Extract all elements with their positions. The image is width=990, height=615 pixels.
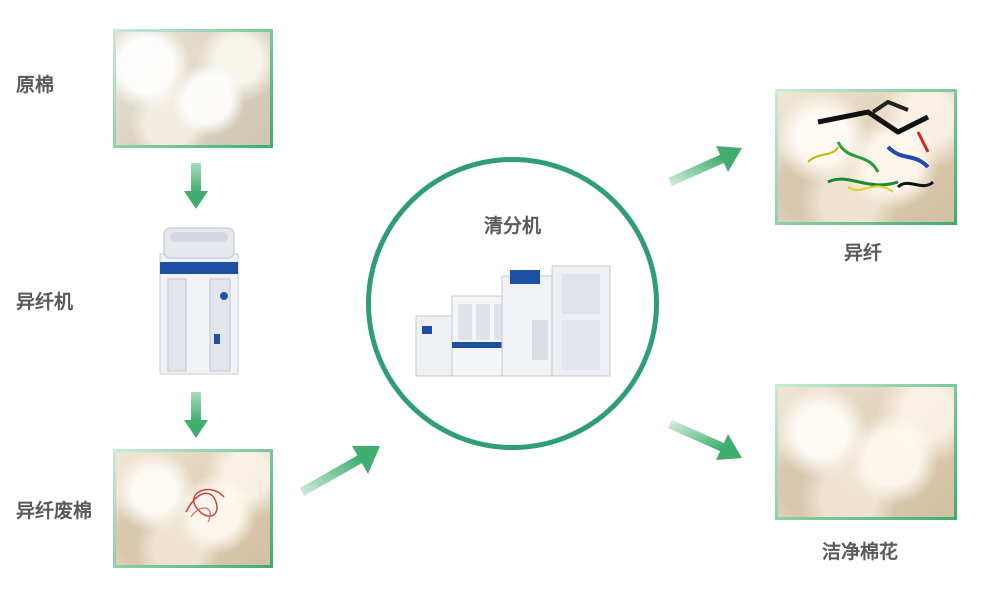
label-raw-cotton: 原棉 [16, 74, 55, 96]
sorter-machine-image [415, 265, 611, 377]
label-clean-cotton: 洁净棉花 [822, 541, 899, 563]
sorter-circle [366, 157, 659, 450]
foreign-fiber-machine-image [159, 227, 239, 375]
arrow-down-icon [184, 392, 208, 438]
arrow-right-icon [668, 146, 742, 187]
clean-cotton-photo [775, 384, 957, 520]
label-foreign-fiber: 异纤 [844, 242, 883, 264]
foreign-fiber-photo [775, 89, 957, 225]
label-foreign-fiber-machine: 异纤机 [16, 291, 74, 313]
arrow-down-icon [184, 163, 208, 209]
raw-cotton-photo [113, 29, 273, 148]
waste-cotton-photo [113, 449, 273, 568]
arrow-right-icon [668, 419, 742, 460]
label-sorter: 清分机 [484, 215, 542, 237]
arrow-right-icon [299, 446, 380, 496]
label-waste-cotton: 异纤废棉 [16, 500, 93, 522]
